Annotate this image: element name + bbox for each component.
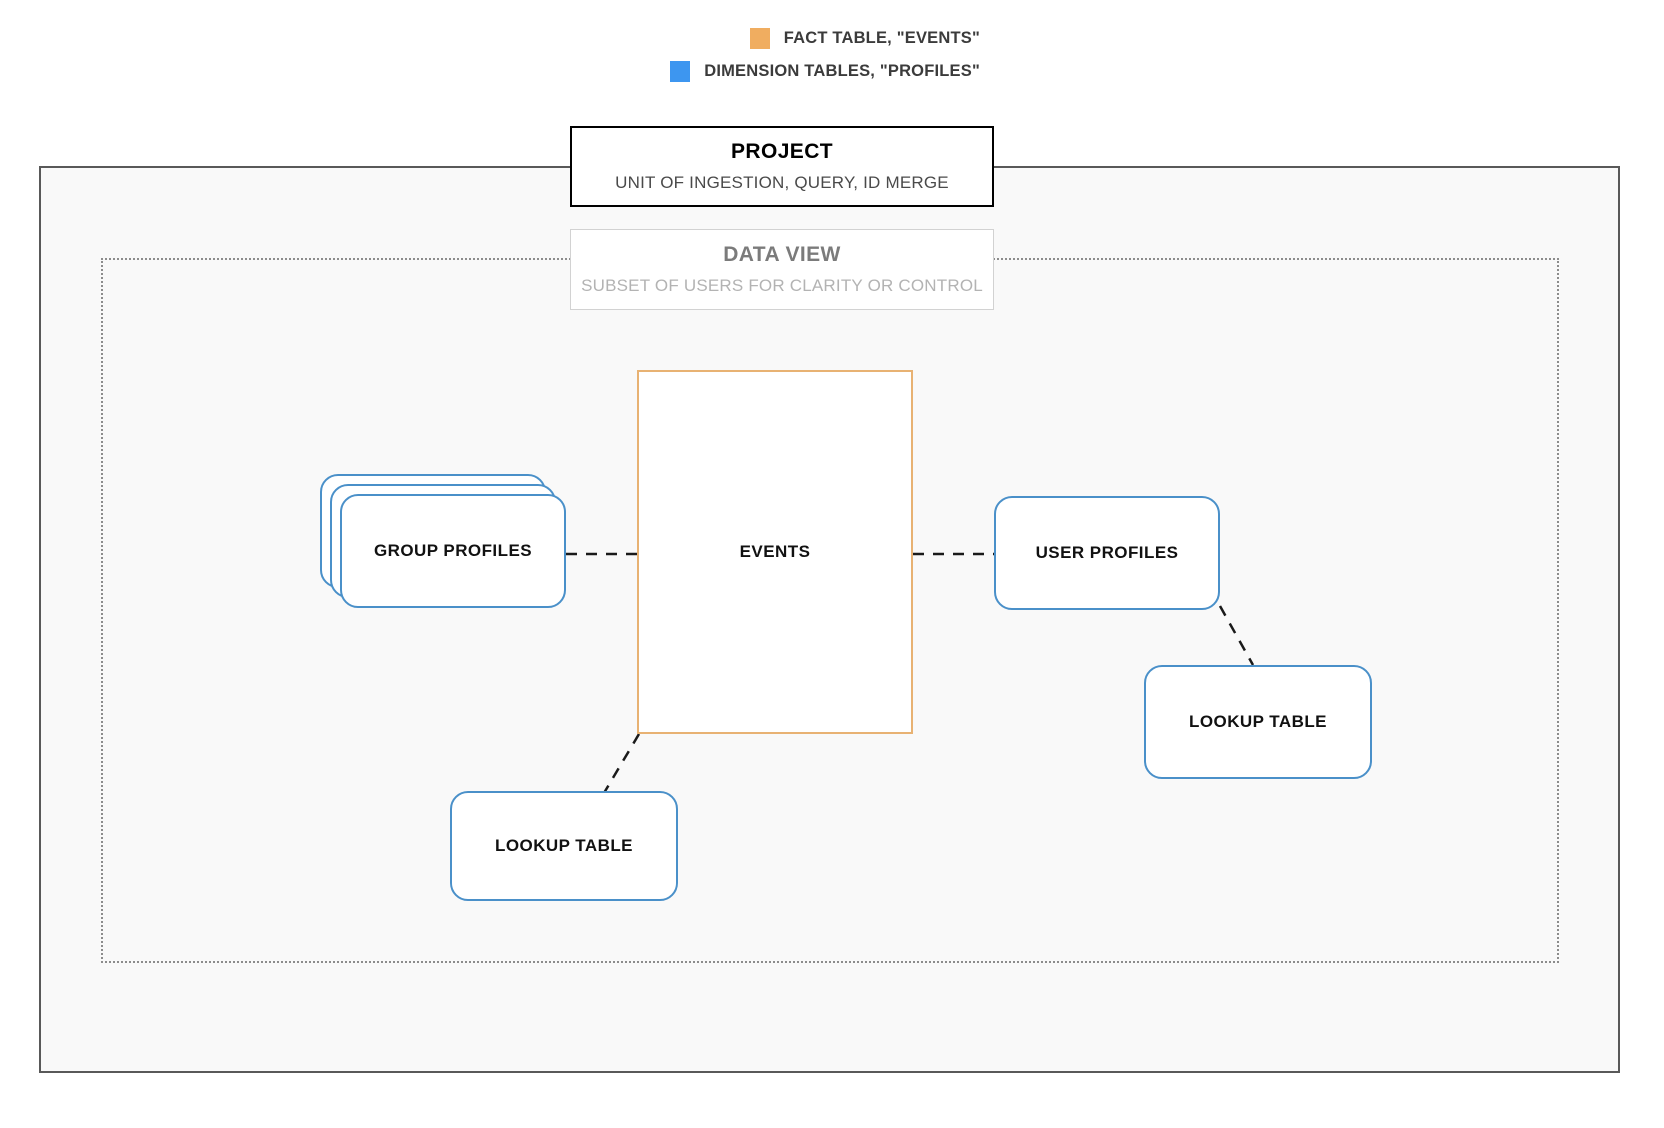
project-subtitle: UNIT OF INGESTION, QUERY, ID MERGE: [615, 172, 949, 192]
node-user-profiles-label: USER PROFILES: [1035, 543, 1179, 562]
node-lookup-table-right[interactable]: LOOKUP TABLE: [1144, 665, 1372, 779]
legend: FACT TABLE, "EVENTS" DIMENSION TABLES, "…: [0, 28, 980, 82]
data-view-subtitle: SUBSET OF USERS FOR CLARITY OR CONTROL: [581, 275, 983, 295]
node-lookup-table-right-label: LOOKUP TABLE: [1189, 712, 1327, 731]
node-lookup-table-left[interactable]: LOOKUP TABLE: [450, 791, 678, 901]
node-group-profiles-label: GROUP PROFILES: [373, 541, 533, 560]
node-events-label: EVENTS: [739, 542, 811, 561]
legend-swatch-orange-icon: [749, 28, 770, 49]
legend-label-fact-table: FACT TABLE, "EVENTS": [783, 29, 980, 47]
project-title: PROJECT: [731, 140, 833, 164]
node-group-profiles[interactable]: GROUP PROFILES: [320, 474, 566, 608]
node-lookup-table-left-label: LOOKUP TABLE: [495, 836, 633, 855]
node-user-profiles[interactable]: USER PROFILES: [994, 496, 1220, 610]
legend-label-dimension-tables: DIMENSION TABLES, "PROFILES": [704, 62, 980, 80]
project-label-box: PROJECT UNIT OF INGESTION, QUERY, ID MER…: [570, 126, 994, 207]
legend-item-dimension-tables: DIMENSION TABLES, "PROFILES": [670, 61, 980, 82]
group-profiles-card-front[interactable]: GROUP PROFILES: [340, 494, 566, 608]
data-view-label-box: DATA VIEW SUBSET OF USERS FOR CLARITY OR…: [570, 229, 994, 310]
legend-swatch-blue-icon: [670, 61, 691, 82]
data-view-title: DATA VIEW: [723, 243, 841, 267]
node-events[interactable]: EVENTS: [637, 370, 913, 734]
legend-item-fact-table: FACT TABLE, "EVENTS": [749, 28, 980, 49]
